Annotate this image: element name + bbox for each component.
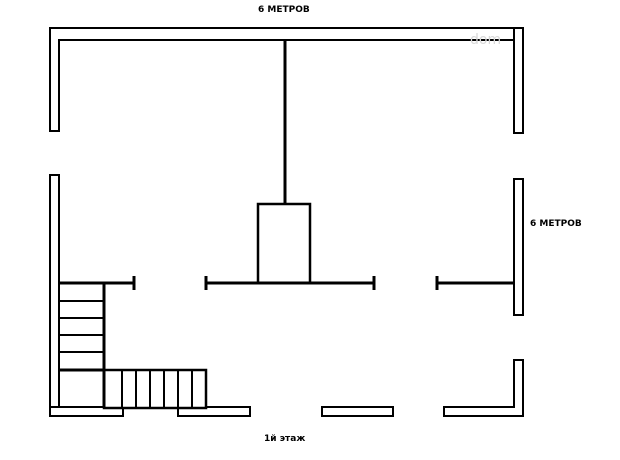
wall-left-lower <box>49 174 60 416</box>
floor-caption: 1й этаж <box>264 434 306 444</box>
wall-bottom-right-corner <box>443 359 524 417</box>
wall-right-middle <box>513 178 524 316</box>
wall-bottom-segment-3 <box>321 406 394 417</box>
watermark-text: dom <box>470 32 501 48</box>
staircase-vertical-flight <box>59 281 106 372</box>
right-dimension-label: 6 МЕТРОВ <box>530 219 582 229</box>
wall-right-upper <box>513 27 524 134</box>
top-dimension-label: 6 МЕТРОВ <box>258 5 310 15</box>
stove-box <box>256 202 312 285</box>
staircase-horizontal-flight <box>102 368 208 410</box>
wall-bottom-segment-2 <box>177 406 251 417</box>
